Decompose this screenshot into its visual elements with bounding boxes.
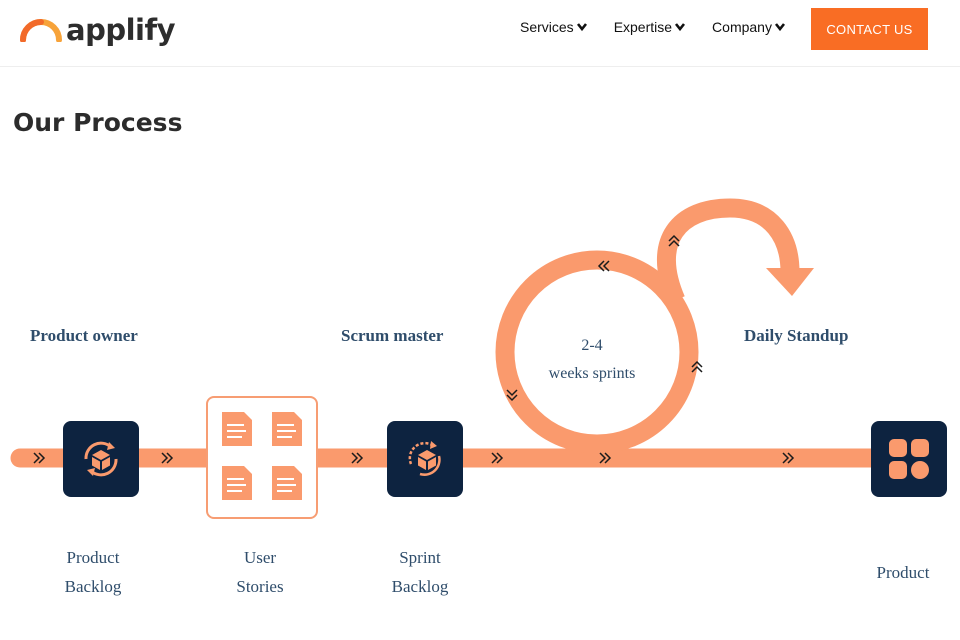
chevron-right-icon xyxy=(599,452,612,464)
chevron-right-icon xyxy=(161,452,174,464)
site-header: applify Services Expertise Company CONTA… xyxy=(0,0,960,67)
label-user-stories-line1: User xyxy=(243,548,277,567)
nav-company-label: Company xyxy=(712,19,772,35)
label-sprint-backlog-line2: Backlog xyxy=(391,577,449,596)
sprint-loop xyxy=(495,250,699,454)
label-sprint-backlog: Sprint Backlog xyxy=(370,543,470,601)
label-product: Product xyxy=(853,558,953,587)
user-stories-tile xyxy=(206,396,318,519)
role-scrum-master: Scrum master xyxy=(341,326,444,345)
chevron-right-icon xyxy=(491,452,504,464)
chevron-down-icon xyxy=(506,389,518,402)
cube-cycle-icon xyxy=(84,441,118,477)
documents-icon xyxy=(222,412,302,500)
main-nav: Services Expertise Company xyxy=(520,19,812,35)
product-tile xyxy=(871,421,947,497)
label-product-backlog-line1: Product xyxy=(66,548,120,567)
logo-text: applify xyxy=(66,13,176,47)
chevron-up-icon xyxy=(691,360,703,373)
chevron-up-icon xyxy=(668,234,680,247)
label-sprint-backlog-line1: Sprint xyxy=(399,548,441,567)
label-product-backlog: Product Backlog xyxy=(43,543,143,601)
logo-arc-icon xyxy=(20,19,62,42)
nav-company[interactable]: Company xyxy=(712,19,786,35)
logo[interactable]: applify xyxy=(20,10,176,50)
role-daily-standup: Daily Standup xyxy=(744,326,849,345)
chevron-down-icon xyxy=(774,22,786,32)
contact-us-button[interactable]: CONTACT US xyxy=(811,8,928,50)
nav-services-label: Services xyxy=(520,19,574,35)
nav-expertise-label: Expertise xyxy=(613,19,673,35)
label-user-stories: User Stories xyxy=(210,543,310,601)
chevron-right-icon xyxy=(782,452,795,464)
chevron-down-icon xyxy=(674,22,686,32)
chevron-right-icon xyxy=(33,452,46,464)
label-product-line1: Product xyxy=(876,563,930,582)
chevron-left-icon xyxy=(597,260,610,272)
sprint-duration-line2: weeks sprints xyxy=(548,365,636,382)
chevron-down-icon xyxy=(576,22,588,32)
sprint-duration-line1: 2-4 xyxy=(581,337,603,354)
chevron-right-icon xyxy=(351,452,364,464)
page-title: Our Process xyxy=(13,108,183,137)
label-product-backlog-line2: Backlog xyxy=(64,577,122,596)
product-backlog-tile xyxy=(63,421,139,497)
daily-loop-arrowhead xyxy=(766,268,814,296)
sprint-duration-text: 2-4 weeks sprints xyxy=(522,332,662,388)
role-product-owner: Product owner xyxy=(30,326,138,345)
cube-refresh-icon xyxy=(408,441,441,476)
nav-services[interactable]: Services xyxy=(520,19,588,35)
daily-loop-arc xyxy=(657,198,800,304)
label-user-stories-line2: Stories xyxy=(236,577,284,596)
nav-expertise[interactable]: Expertise xyxy=(614,19,686,35)
sprint-backlog-tile xyxy=(387,421,463,497)
grid-blocks-icon xyxy=(889,439,929,479)
path-chevrons xyxy=(33,234,795,464)
